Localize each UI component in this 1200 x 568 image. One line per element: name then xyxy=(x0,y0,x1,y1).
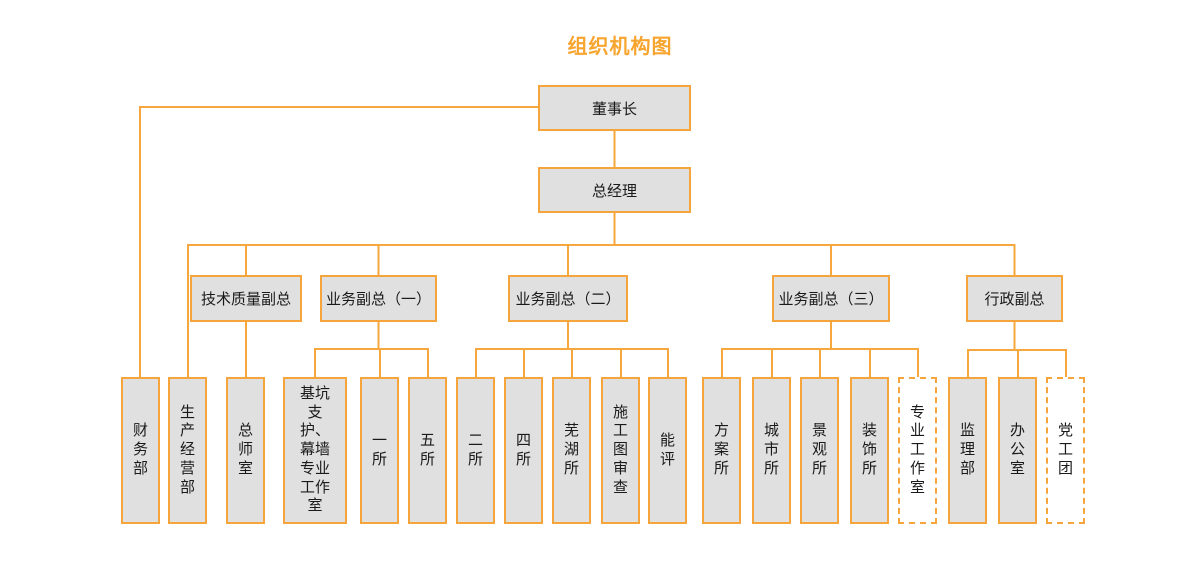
org-node-dept-institute-5: 五所 xyxy=(408,377,447,524)
org-node-dept-landscape-institute: 景观所 xyxy=(800,377,839,524)
org-node-dept-scheme-institute: 方案所 xyxy=(702,377,741,524)
dept-label: 城市所 xyxy=(763,422,779,477)
dept-label: 生产经营部 xyxy=(179,403,195,496)
org-node-dept-professional-studio: 专业工作室 xyxy=(898,377,937,524)
org-node-dept-institute-1: 一所 xyxy=(360,377,399,524)
connector xyxy=(139,106,538,377)
dept-label: 施工图审查 xyxy=(612,403,628,496)
org-node-dept-institute-2: 二所 xyxy=(456,377,495,524)
dept-label: 芜湖所 xyxy=(563,422,579,477)
dept-label: 基坑支护、幕墙专业工作室 xyxy=(299,384,330,515)
org-node-dept-party-union-youth: 党工团 xyxy=(1046,377,1085,524)
dept-label: 办公室 xyxy=(1009,422,1025,477)
dept-label: 五所 xyxy=(419,431,435,468)
org-node-deputy-admin: 行政副总 xyxy=(966,275,1063,322)
org-node-dept-chief-engineer-office: 总师室 xyxy=(226,377,265,524)
org-node-dept-production-operations: 生产经营部 xyxy=(168,377,207,524)
dept-label: 二所 xyxy=(467,431,483,468)
org-node-deputy-business-3: 业务副总（三） xyxy=(772,275,890,322)
org-node-dept-wuhu-institute: 芜湖所 xyxy=(552,377,591,524)
org-node-deputy-business-2: 业务副总（二） xyxy=(508,275,628,322)
dept-label: 四所 xyxy=(515,431,531,468)
dept-label: 监理部 xyxy=(959,422,975,477)
org-node-general-manager: 总经理 xyxy=(538,167,691,213)
org-node-dept-decoration-institute: 装饰所 xyxy=(850,377,889,524)
connector xyxy=(187,244,1016,377)
dept-label: 党工团 xyxy=(1057,422,1073,477)
org-node-deputy-business-1: 业务副总（一） xyxy=(320,275,437,322)
org-node-deputy-tech-quality: 技术质量副总 xyxy=(190,275,302,322)
org-node-dept-institute-4: 四所 xyxy=(504,377,543,524)
org-node-dept-pit-curtainwall-studio: 基坑支护、幕墙专业工作室 xyxy=(283,377,347,524)
dept-label: 能评 xyxy=(659,431,675,468)
org-node-dept-general-office: 办公室 xyxy=(998,377,1037,524)
org-node-dept-supervision: 监理部 xyxy=(948,377,987,524)
org-node-dept-energy-assessment: 能评 xyxy=(648,377,687,524)
connector xyxy=(314,348,429,377)
dept-label: 财务部 xyxy=(132,422,148,477)
dept-label: 专业工作室 xyxy=(909,403,925,496)
org-node-dept-urban-institute: 城市所 xyxy=(752,377,791,524)
dept-label: 一所 xyxy=(371,431,387,468)
chart-title: 组织机构图 xyxy=(567,36,673,58)
dept-label: 总师室 xyxy=(237,422,253,477)
org-node-chairman: 董事长 xyxy=(538,85,691,131)
dept-label: 装饰所 xyxy=(861,422,877,477)
dept-label: 景观所 xyxy=(811,422,827,477)
org-node-dept-finance: 财务部 xyxy=(121,377,160,524)
org-node-dept-construction-drawing-review: 施工图审查 xyxy=(601,377,640,524)
dept-label: 方案所 xyxy=(713,422,729,477)
